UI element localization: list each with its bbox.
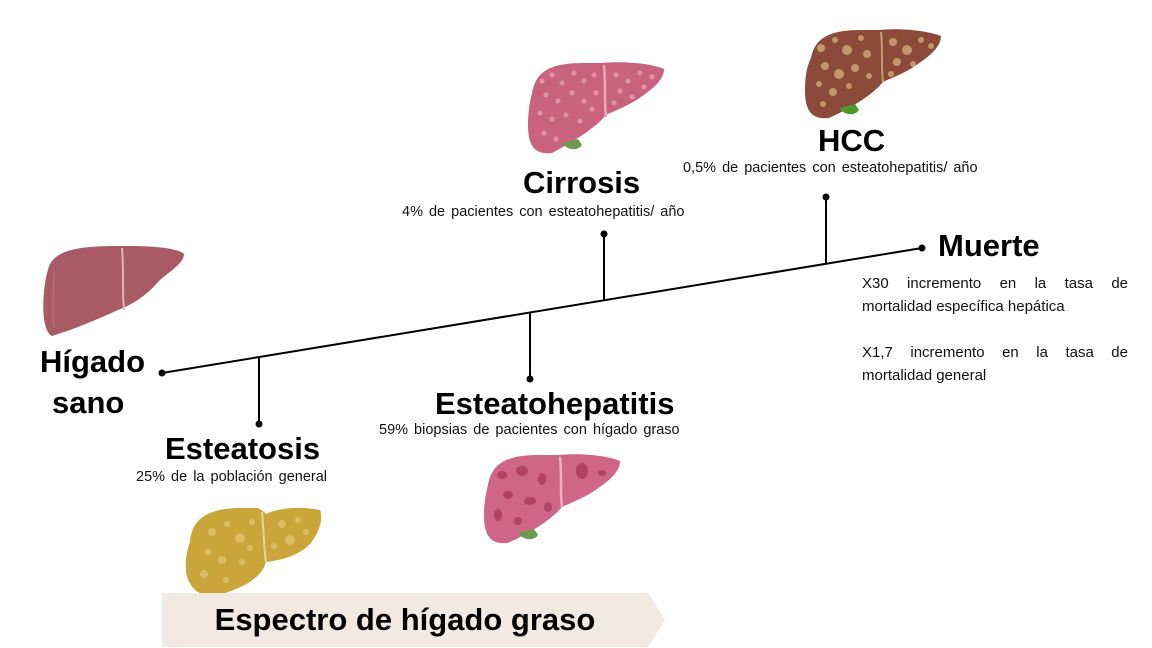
fatty-liver-spectrum-banner [162, 593, 665, 647]
cirrhosis-description: 4% de pacientes con esteatohepatitis/ añ… [402, 204, 685, 220]
banner-label: Espectro de hígado graso [214, 602, 596, 637]
death-title: Muerte [938, 228, 1040, 263]
steatosis-liver-icon [185, 507, 322, 596]
healthy-liver-title: Hígado sano [40, 344, 146, 420]
death-note-general-mortality: X1,7 incremento en la tasa de mortalidad… [862, 344, 1128, 384]
steatosis-description: 25% de la población general [136, 469, 327, 485]
hcc-description: 0,5% de pacientes con esteatohepatitis/ … [683, 160, 978, 176]
main-timeline-line [161, 247, 923, 374]
steatohepatitis-liver-icon [484, 454, 620, 544]
steatosis-title: Esteatosis [165, 431, 321, 466]
hcc-title: HCC [818, 123, 886, 158]
hcc-liver-icon [805, 29, 941, 119]
steatohepatitis-description: 59% biopsias de pacientes con hígado gra… [379, 422, 680, 438]
cirrhosis-title: Cirrosis [523, 165, 641, 200]
cirrhosis-liver-icon [528, 62, 664, 154]
death-note-liver-mortality: X30 incremento en la tasa de mortalidad … [862, 275, 1128, 315]
healthy-liver-icon [43, 246, 184, 336]
death-notes: X30 incremento en la tasa de mortalidad … [862, 272, 1128, 410]
steatohepatitis-title: Esteatohepatitis [435, 386, 675, 421]
